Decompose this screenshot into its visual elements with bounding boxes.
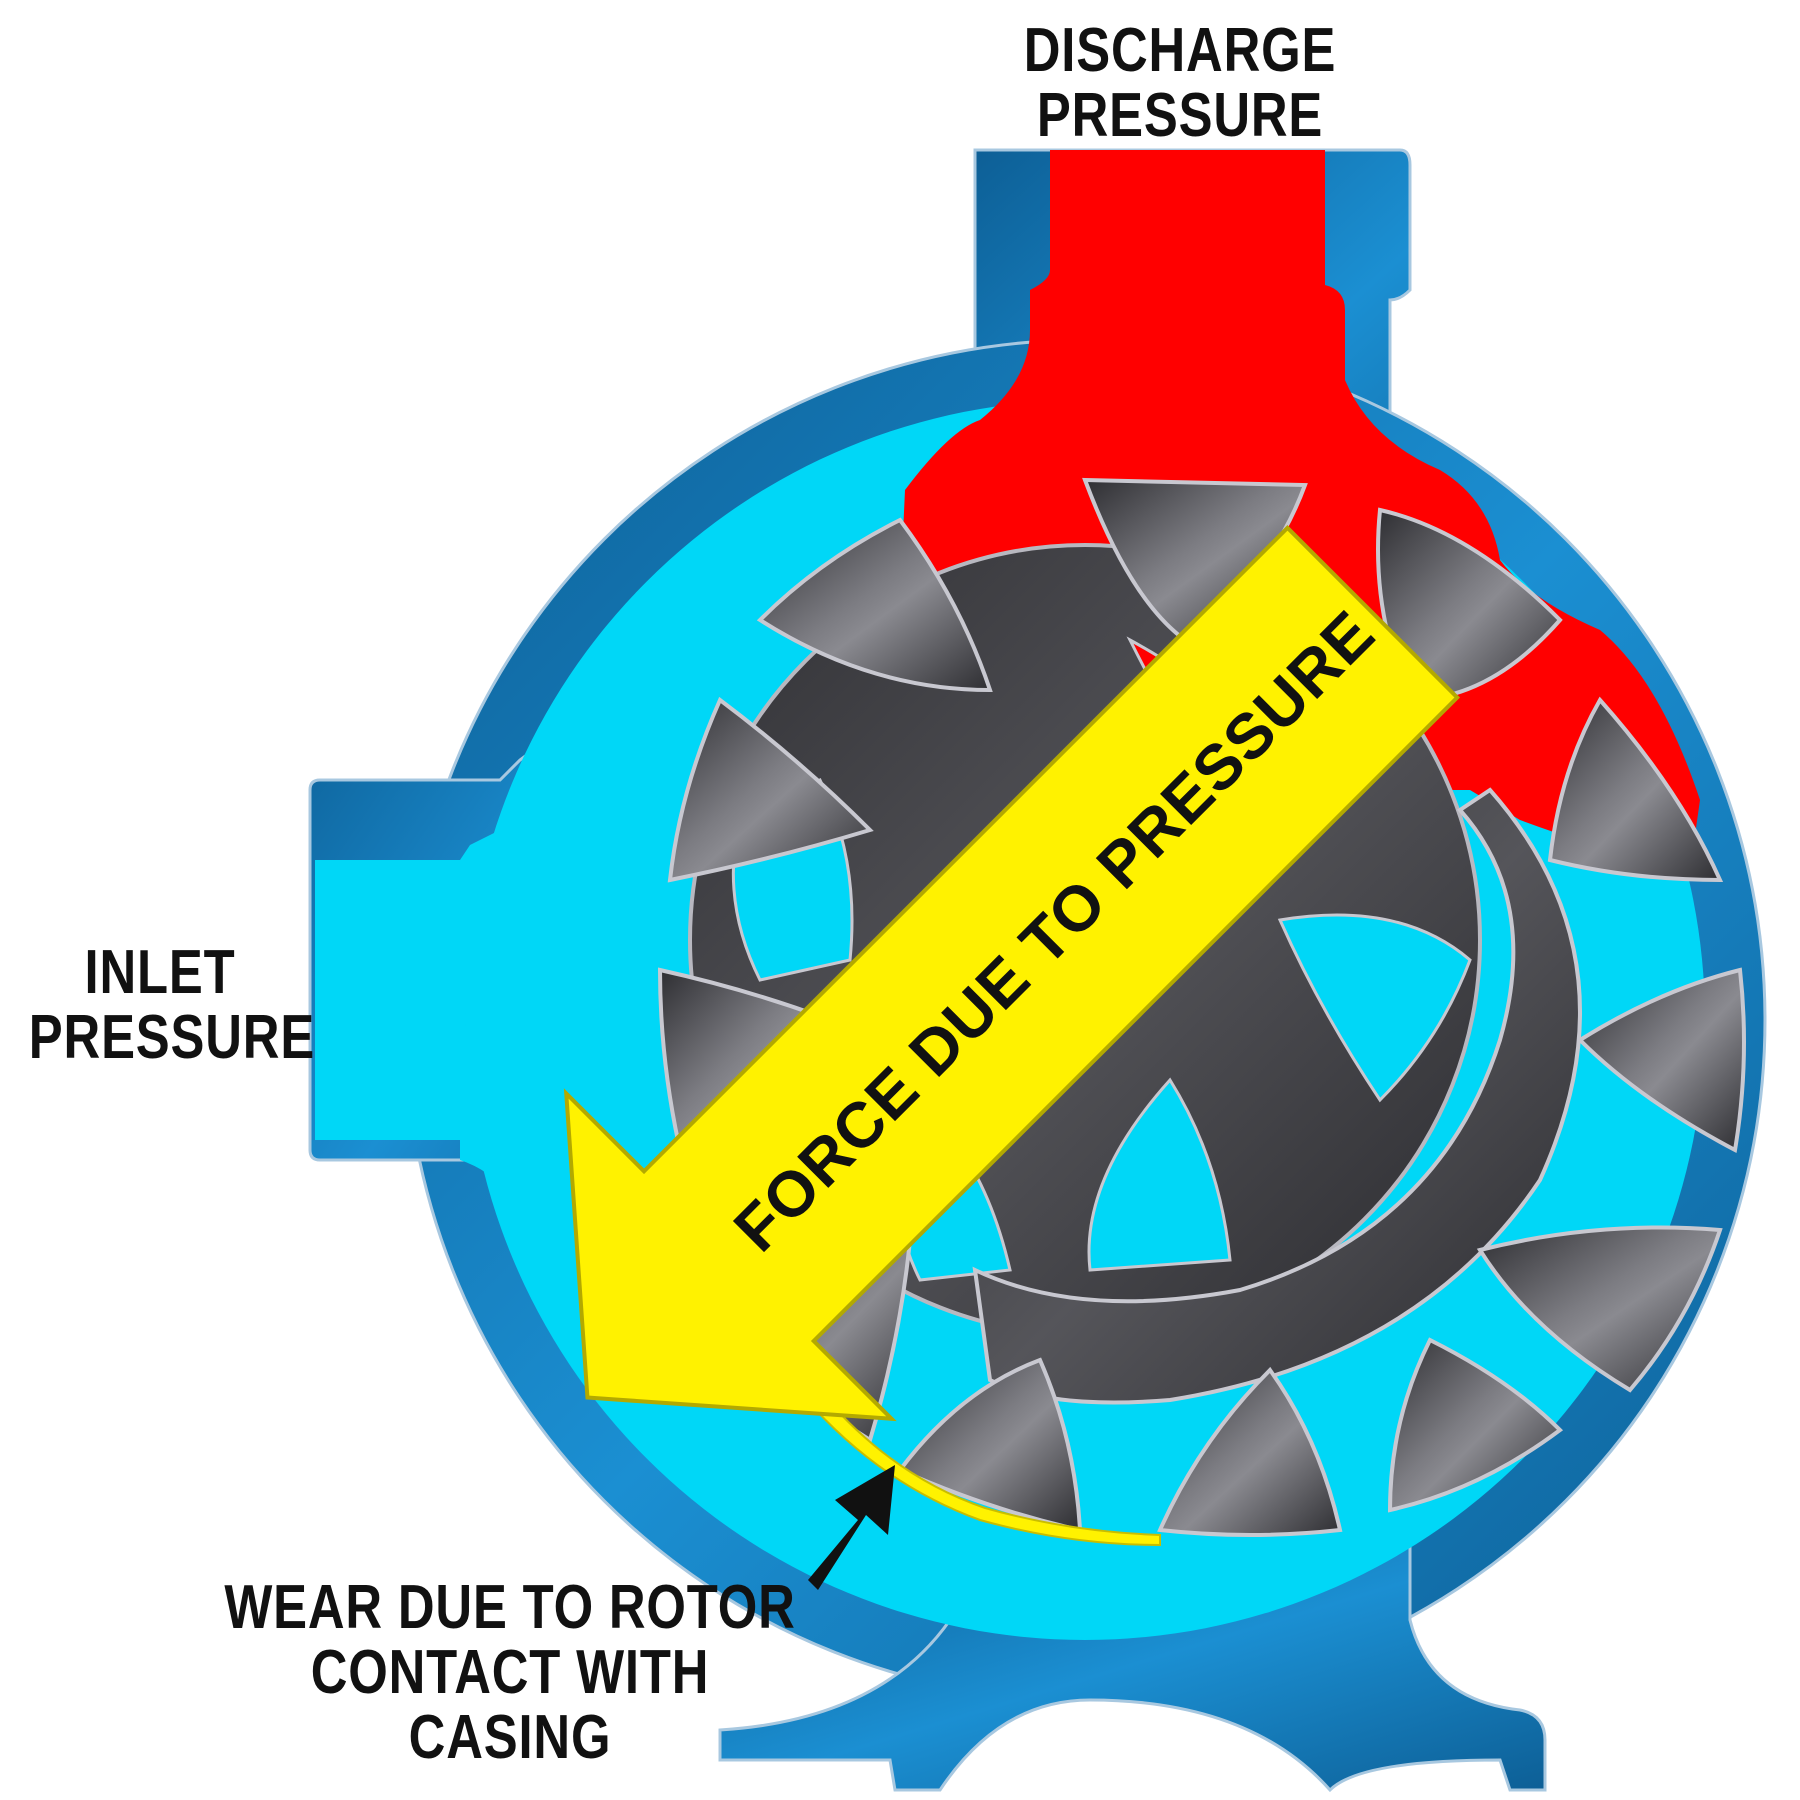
inlet-pressure-label: INLET PRESSURE: [28, 938, 316, 1073]
rotor-tooth: [756, 517, 993, 693]
rotor-tooth: [1387, 1337, 1564, 1513]
rotor-tooth: [1376, 507, 1563, 703]
wear-label: WEAR DUE TO ROTOR CONTACT WITH CASING: [215, 1575, 805, 1770]
inlet-label-line1: INLET: [84, 938, 236, 1007]
force-arrow-body: [563, 524, 1461, 1422]
rotor-tooth: [896, 1357, 1083, 1533]
rotor-tooth: [1157, 1366, 1343, 1537]
wear-zone: [788, 1370, 1161, 1547]
rotor-tooth: [1576, 967, 1746, 1154]
inlet-label-line2: PRESSURE: [28, 1003, 316, 1073]
discharge-label-line2: PRESSURE: [1036, 81, 1324, 151]
casing-foot: [718, 1538, 1547, 1793]
discharge-label-line1: DISCHARGE: [1023, 16, 1337, 85]
wear-label-line2: CONTACT WITH CASING: [310, 1638, 710, 1773]
rotor-tooth: [667, 696, 874, 883]
discharge-fluid-region: [900, 150, 1700, 870]
discharge-pressure-label: DISCHARGE PRESSURE: [975, 18, 1385, 148]
wear-pointer-arrow: [808, 1465, 895, 1590]
wear-label-line1: WEAR DUE TO ROTOR: [224, 1573, 796, 1642]
rotor-tooth: [1476, 1225, 1723, 1393]
rotor-tooth: [1547, 696, 1724, 883]
rotor-teeth: [657, 477, 1746, 1537]
